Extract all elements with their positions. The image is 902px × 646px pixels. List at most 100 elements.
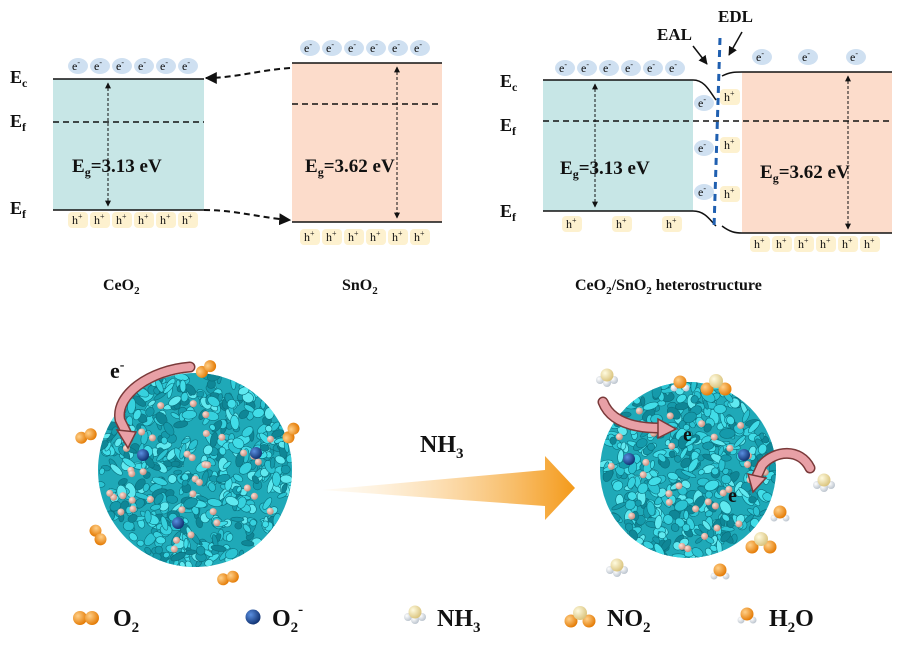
electron-symbol: e-	[304, 40, 312, 55]
surface-grain	[225, 533, 234, 542]
h2o-molecule	[770, 505, 790, 522]
ceo2-caption: CeO2	[103, 277, 140, 297]
electron-carrier: e-	[112, 58, 132, 74]
surface-grain	[132, 409, 142, 421]
surface-grain	[127, 514, 138, 523]
electron-bubble	[322, 40, 342, 56]
hetero-right-cb-edge	[721, 71, 892, 77]
hole-symbol: h+	[182, 212, 193, 227]
hole-carrier: h+	[322, 229, 342, 245]
surface-grain	[114, 437, 122, 447]
surface-grain	[98, 481, 106, 488]
surface-grain	[612, 480, 624, 492]
surface-grain	[233, 473, 244, 483]
surface-grain	[721, 513, 730, 522]
surface-grain	[271, 471, 281, 487]
surface-grain	[674, 455, 682, 463]
surface-grain	[259, 432, 270, 445]
electron-bubble	[156, 58, 176, 74]
surface-grain	[264, 407, 275, 420]
surface-grain	[650, 460, 655, 469]
surface-grain	[163, 382, 175, 394]
hole-carrier: h+	[134, 212, 154, 228]
hole-carrier: h+	[300, 229, 320, 245]
electron-bubble	[366, 40, 386, 56]
electron-bubble	[300, 40, 320, 56]
hetero-right-gap-label: Eg=3.62 eV	[760, 162, 850, 185]
surface-grain	[99, 467, 105, 475]
lattice-atom	[726, 444, 734, 452]
surface-grain	[703, 399, 709, 410]
right-particle-texture	[600, 382, 776, 558]
hole-bubble	[612, 216, 632, 232]
surface-grain	[668, 450, 676, 458]
electron-symbol: e-	[850, 49, 858, 64]
right-lower-arrow-head	[746, 472, 768, 494]
hetero-ceo2-region	[543, 80, 693, 211]
nh3-molecule	[596, 368, 618, 387]
sno2-band-diagram: Eg=3.62 eV e-e-e-e-e-e- h+h+h+h+h+h+ SnO…	[292, 40, 442, 297]
surface-grain	[232, 437, 245, 449]
adsorbed-o2-ion	[250, 447, 262, 459]
surface-grain	[252, 408, 265, 418]
surface-grain	[127, 397, 136, 415]
electron-carrier: e-	[300, 40, 320, 56]
electron-bubble	[388, 40, 408, 56]
hole-symbol: h+	[138, 212, 149, 227]
surface-grain	[180, 392, 189, 403]
surface-grain	[683, 510, 689, 520]
surface-grain	[241, 426, 254, 438]
hole-symbol: h+	[724, 186, 735, 201]
lattice-atom	[628, 512, 636, 520]
nh3-molecule-icon	[404, 605, 426, 624]
lattice-atom	[668, 442, 676, 450]
lattice-atom	[157, 402, 165, 410]
surface-grain	[208, 482, 216, 492]
legend-label-h2o: H2O	[769, 606, 814, 636]
surface-grain	[274, 455, 286, 465]
surface-grain	[142, 483, 150, 492]
surface-grain	[683, 424, 690, 431]
legend-label-no2: NO2	[607, 606, 651, 636]
lattice-atom	[189, 400, 197, 408]
hole-symbol: h+	[304, 229, 315, 244]
lattice-atom	[267, 435, 274, 443]
surface-grain	[269, 456, 276, 469]
surface-grain	[658, 531, 667, 539]
surface-grain	[109, 501, 121, 512]
h2o-molecule	[710, 563, 730, 580]
surface-grain	[144, 546, 152, 555]
electron-carrier: e-	[178, 58, 198, 74]
surface-grain	[136, 539, 145, 547]
electron-bubble	[599, 60, 619, 76]
lattice-atom	[607, 462, 615, 470]
electron-symbol: e-	[603, 60, 611, 75]
surface-grain	[654, 515, 663, 530]
lattice-atom	[713, 524, 721, 532]
sno2-caption: SnO2	[342, 277, 378, 297]
hole-symbol: h+	[370, 229, 381, 244]
right-electron-label-1: e	[683, 424, 692, 446]
hole-carrier: h+	[562, 216, 582, 232]
surface-grain	[217, 393, 223, 402]
electron-symbol: e-	[414, 40, 422, 55]
lattice-atom	[250, 492, 258, 500]
hole-symbol: h+	[820, 236, 831, 251]
lattice-atom	[178, 506, 186, 514]
surface-grain	[179, 379, 187, 393]
electron-symbol: e-	[326, 40, 334, 55]
lattice-atom	[128, 496, 136, 504]
surface-grain	[153, 493, 164, 505]
hole-symbol: h+	[754, 236, 765, 251]
surface-grain	[238, 462, 253, 475]
electron-bubble	[694, 140, 714, 156]
electron-symbol: e-	[698, 95, 706, 110]
lattice-atom	[642, 458, 650, 466]
surface-grain	[182, 517, 189, 524]
lattice-atom	[704, 498, 712, 506]
electron-symbol: e-	[756, 49, 764, 64]
surface-grain	[719, 500, 732, 515]
hole-carrier: h+	[68, 212, 88, 228]
adsorbed-o2-ion	[172, 517, 184, 529]
